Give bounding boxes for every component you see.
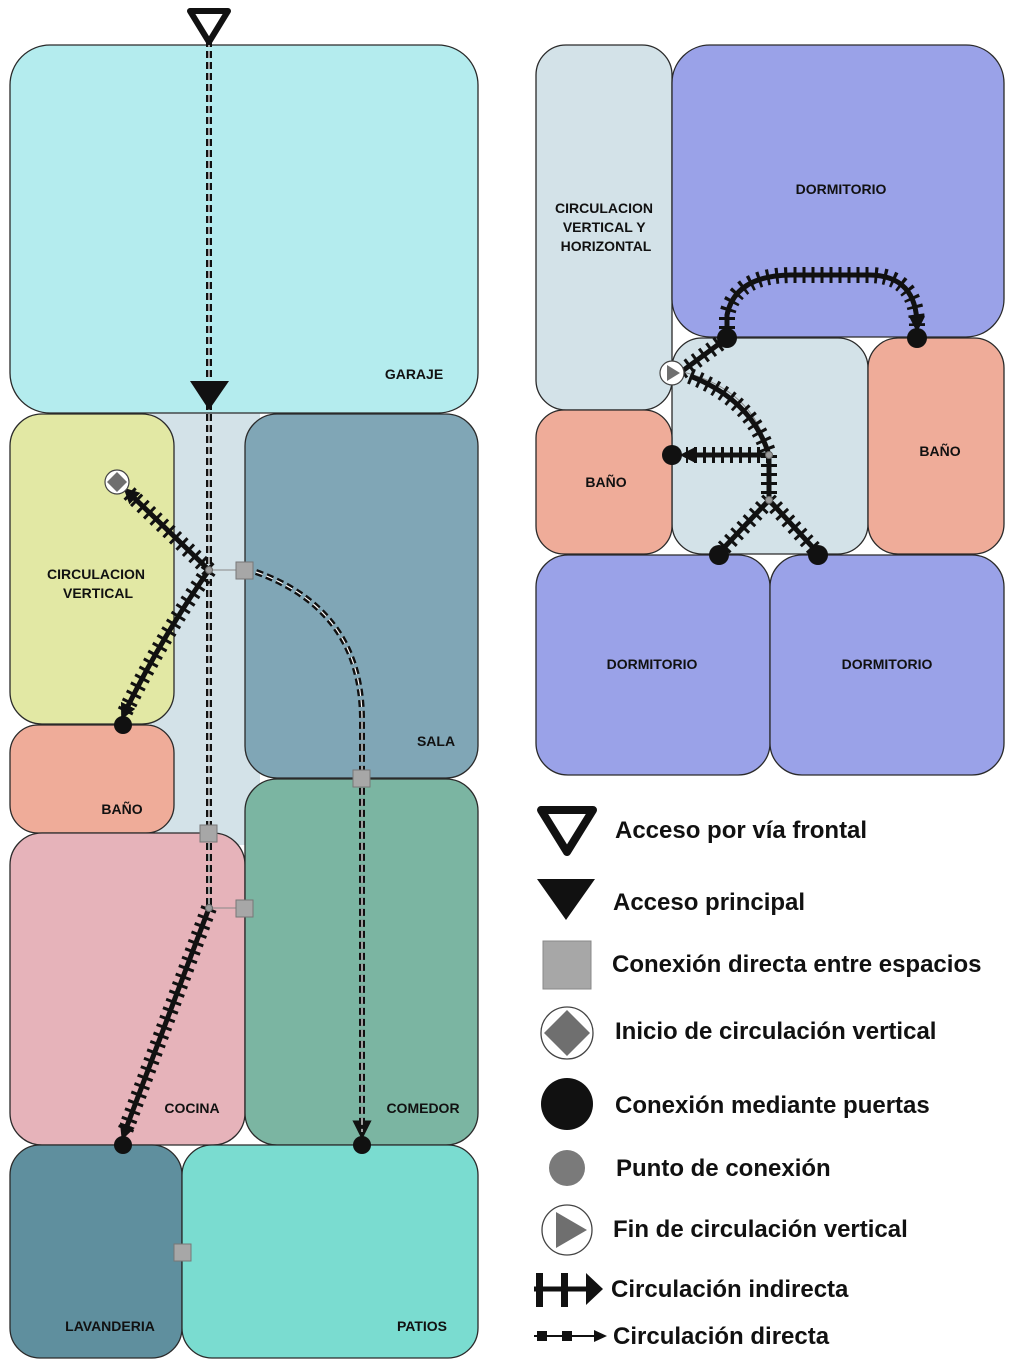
frontal-access-icon (187, 8, 231, 45)
room-bano-derecho (867, 337, 1005, 555)
label-lavanderia: LAVANDERIA (65, 1318, 155, 1334)
door-connection (114, 1136, 132, 1154)
legend-label: Fin de circulación vertical (613, 1216, 908, 1243)
direct-circulation-icon (534, 1330, 607, 1342)
direct-connection-square (352, 769, 371, 788)
door-connection (808, 545, 828, 565)
direct-connection-square (235, 899, 254, 918)
legend-item-main-access: Acceso principal (537, 879, 805, 920)
connection-point (765, 451, 773, 459)
legend-item-indirect-circulation: Circulación indirecta (534, 1273, 849, 1307)
indirect-to-dormitorio-derecho-ticks (763, 494, 824, 559)
legend: Acceso por vía frontal Acceso principal … (534, 806, 981, 1350)
legend-item-vertical-end: Fin de circulación vertical (541, 1204, 908, 1256)
label-patios: PATIOS (397, 1318, 447, 1334)
ground-indirect-circulation (116, 486, 217, 1140)
legend-label: Acceso por vía frontal (615, 817, 867, 844)
room-bano-izquierdo (535, 409, 673, 555)
label-bano-derecho: BAÑO (919, 442, 960, 459)
label-cvh-line3: HORIZONTAL (561, 238, 652, 254)
indirect-to-dormitorio-izquierdo-ticks (713, 494, 775, 559)
label-dormitorio-superior: DORMITORIO (796, 181, 887, 197)
legend-item-direct-circulation: Circulación directa (534, 1323, 830, 1350)
door-connection (907, 328, 927, 348)
indirect-to-lavanderia (119, 907, 212, 1140)
door-connection (717, 328, 737, 348)
legend-item-connection-point: Punto de conexión (549, 1150, 831, 1186)
connection-point (765, 496, 773, 504)
indirect-to-bano-ticks (116, 565, 216, 718)
legend-label: Inicio de circulación vertical (615, 1018, 936, 1045)
indirect-to-stairs-ticks (122, 486, 215, 576)
direct-connection-square (173, 1243, 192, 1262)
label-circulacion-vertical: CIRCULACION VERTICAL (47, 566, 149, 601)
filled-triangle-icon (537, 879, 595, 920)
legend-label: Acceso principal (613, 889, 805, 916)
play-circle-icon (541, 1204, 593, 1256)
label-comedor: COMEDOR (386, 1100, 459, 1116)
gray-square-icon (542, 940, 592, 990)
indirect-dormitorio-to-bano-ticks (719, 267, 925, 338)
room-garaje (9, 44, 479, 414)
label-cvh-line1: CIRCULACION (555, 200, 653, 216)
legend-item-door-connection: Conexión mediante puertas (541, 1078, 930, 1130)
ground-direct-circulation (206, 40, 372, 1140)
label-circulacion-vertical-line2: VERTICAL (63, 585, 133, 601)
legend-item-frontal-access: Acceso por vía frontal (537, 806, 867, 856)
label-circulacion-vertical-horizontal: CIRCULACION VERTICAL Y HORIZONTAL (555, 200, 657, 254)
direct-connection-square (199, 824, 218, 843)
vertical-circulation-start-icon (104, 469, 130, 495)
legend-item-direct-connection: Conexión directa entre espacios (542, 940, 981, 990)
legend-label: Circulación indirecta (611, 1276, 849, 1303)
legend-label: Circulación directa (613, 1323, 830, 1350)
door-connection (709, 545, 729, 565)
connection-point (205, 904, 213, 912)
ground-floor-plan: GARAJE CIRCULACION VERTICAL SALA BAÑO CO… (9, 8, 479, 1359)
label-circulacion-vertical-line1: CIRCULACION (47, 566, 145, 582)
label-dormitorio-inferior-izquierdo: DORMITORIO (607, 656, 698, 672)
door-connection (114, 716, 132, 734)
legend-item-vertical-start: Inicio de circulación vertical (540, 1006, 936, 1060)
label-cocina: COCINA (164, 1100, 219, 1116)
legend-label: Conexión mediante puertas (615, 1092, 930, 1119)
direct-connection-square (235, 561, 254, 580)
door-connection (353, 1136, 371, 1154)
label-sala: SALA (417, 733, 455, 749)
open-triangle-icon (537, 806, 597, 856)
door-connection (662, 445, 682, 465)
gray-circle-icon (549, 1150, 585, 1186)
black-circle-icon (541, 1078, 593, 1130)
label-bano-planta-baja: BAÑO (101, 800, 142, 817)
legend-label: Punto de conexión (616, 1155, 831, 1182)
legend-label: Conexión directa entre espacios (612, 951, 981, 978)
upper-hall (671, 337, 869, 555)
indirect-circulation-icon (534, 1273, 603, 1307)
label-cvh-line2: VERTICAL Y (563, 219, 646, 235)
upper-floor-plan: CIRCULACION VERTICAL Y HORIZONTAL DORMIT… (535, 44, 1005, 776)
label-garaje: GARAJE (385, 366, 443, 382)
room-dormitorio-superior (671, 44, 1005, 338)
label-dormitorio-inferior-derecho: DORMITORIO (842, 656, 933, 672)
indirect-hall-arc (689, 373, 772, 456)
direct-circulation-sala-comedor-core (255, 571, 363, 1132)
room-bano-planta-baja (9, 724, 175, 834)
vertical-circulation-end-icon (659, 360, 685, 386)
connection-point (205, 566, 213, 574)
diamond-circle-icon (540, 1006, 594, 1060)
room-dormitorio-inferior-derecho (769, 554, 1005, 776)
label-bano-izquierdo: BAÑO (585, 473, 626, 490)
main-access-icon (190, 381, 229, 410)
